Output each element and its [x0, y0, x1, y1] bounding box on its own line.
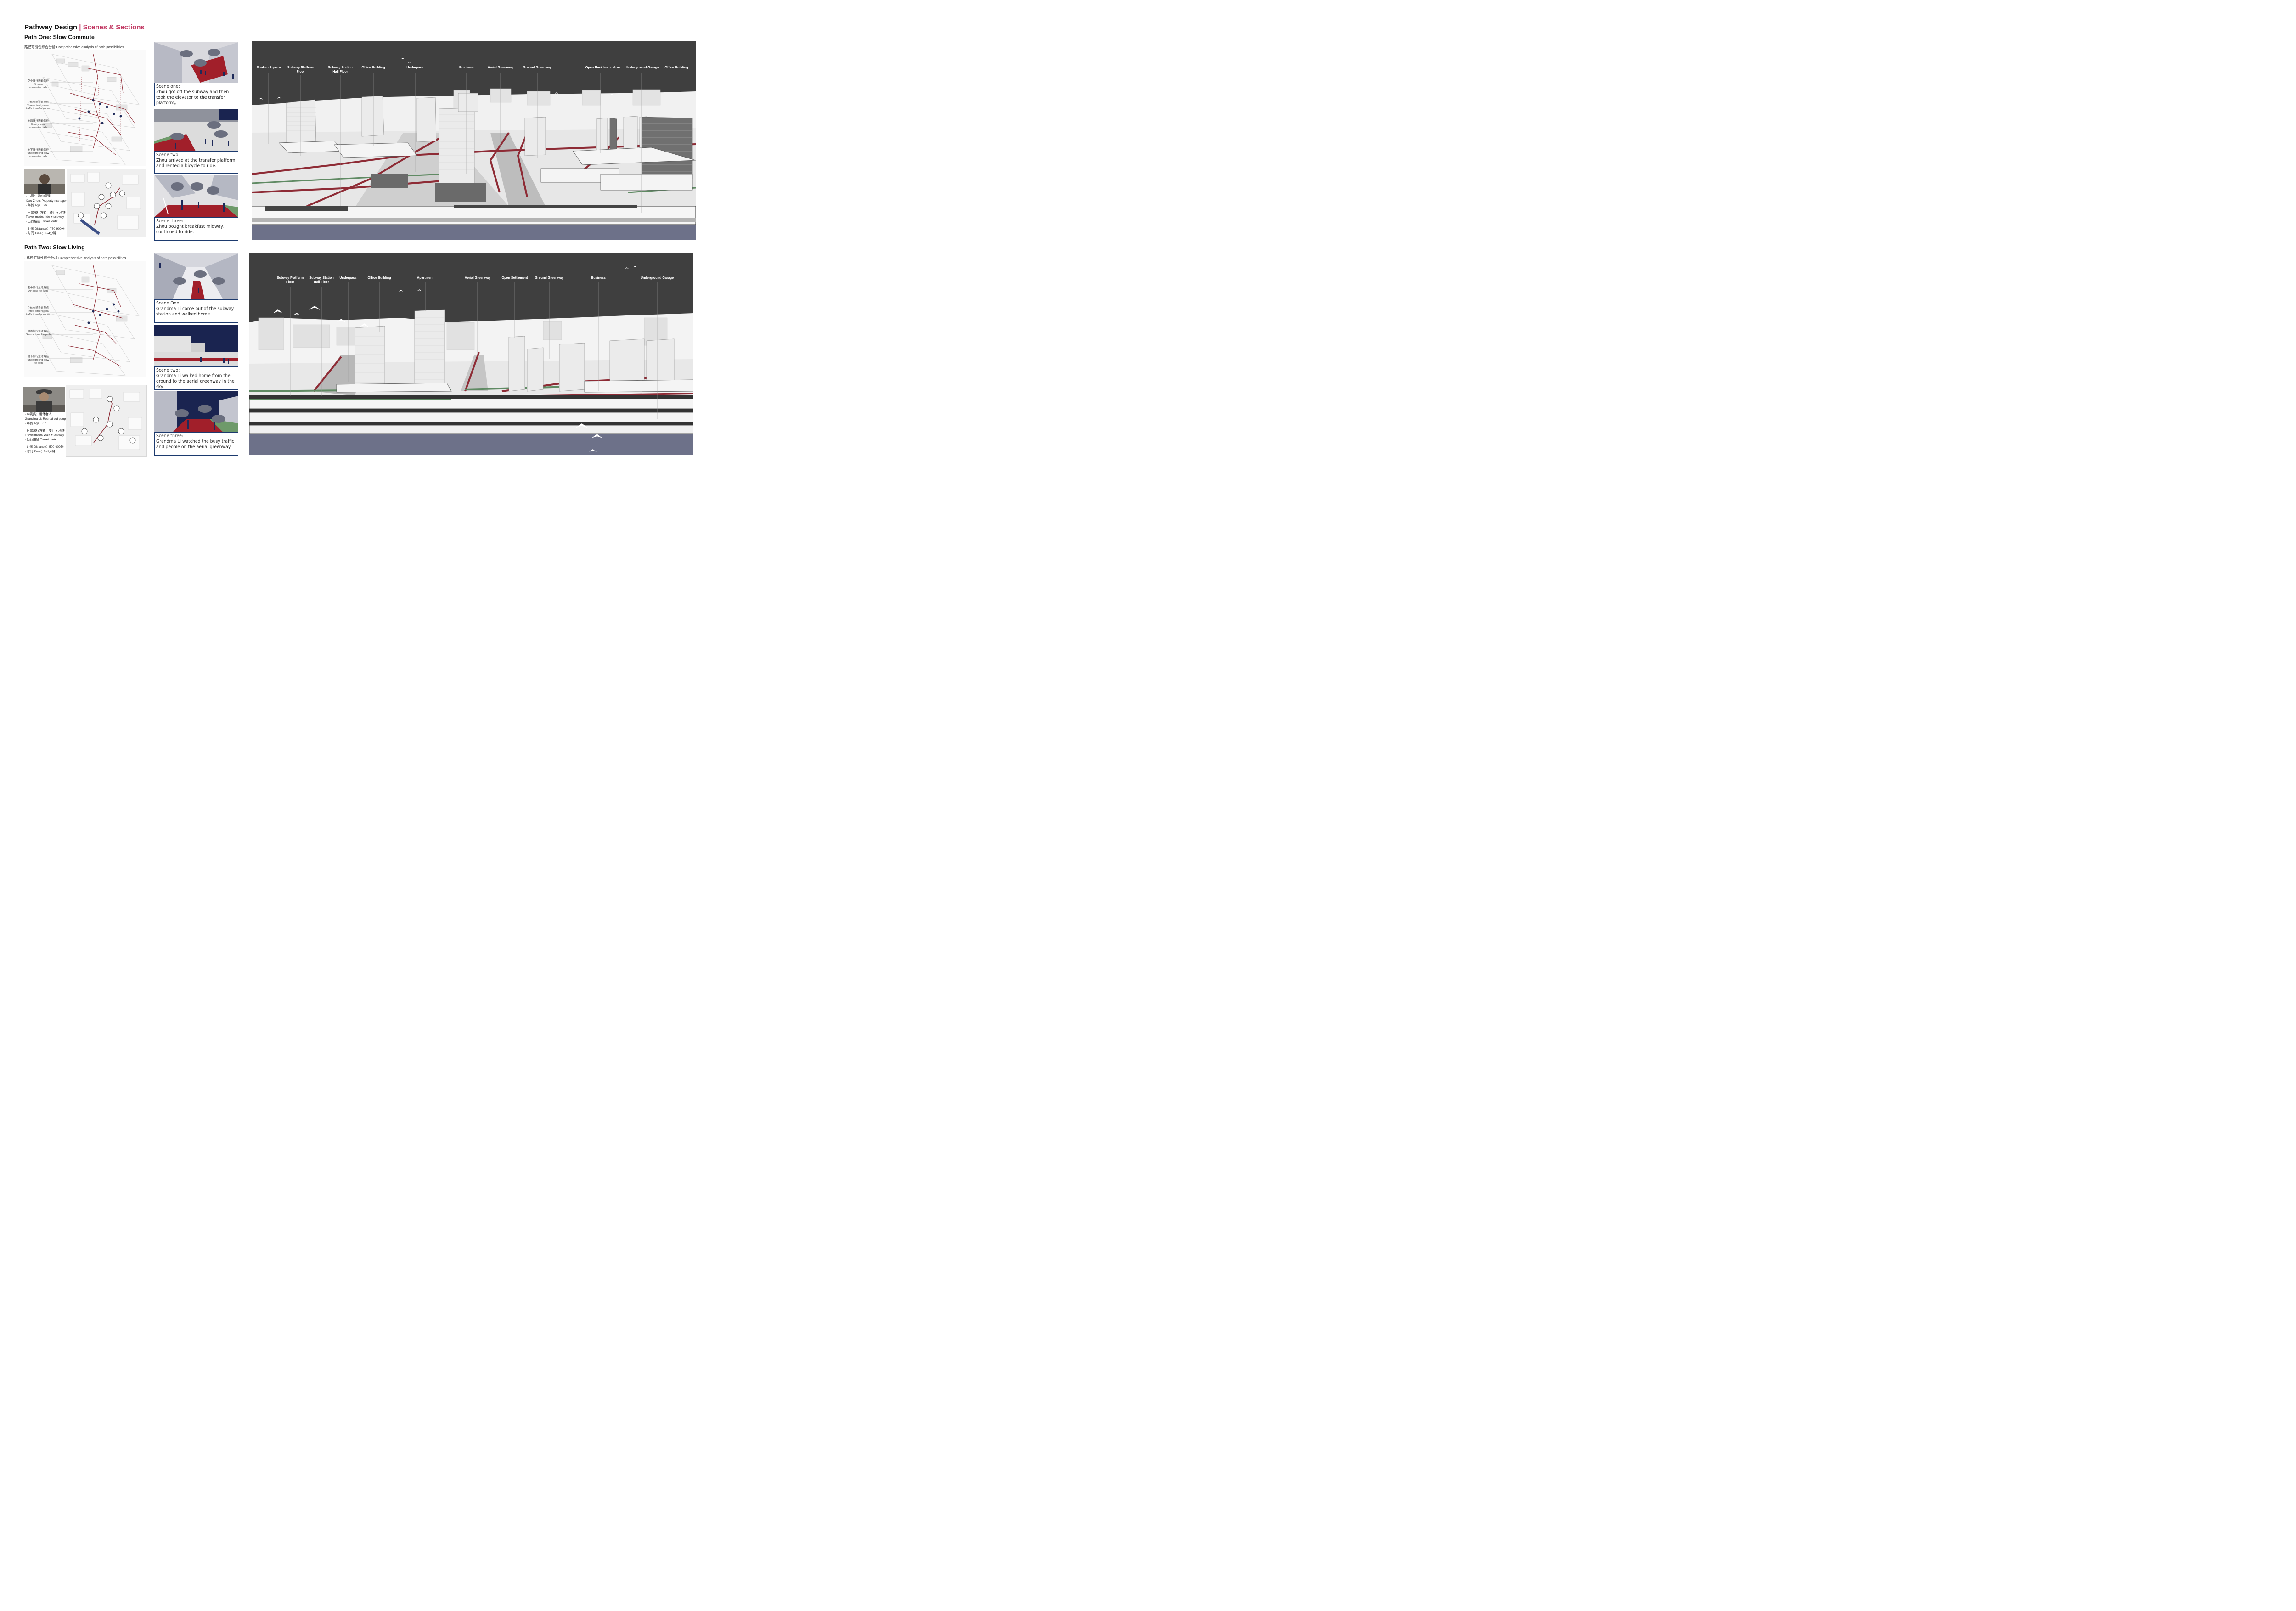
path-one-route-map	[67, 169, 146, 237]
grandma-li-photo	[23, 387, 65, 412]
title-separator: |	[79, 23, 81, 31]
p2-scene-one-caption: Scene One: Grandma Li came out of the su…	[154, 299, 238, 323]
p1-person-mode: · 日常出行方式：骑行 + 地铁	[26, 211, 66, 214]
p2-person-time: · 时间 Time：7~9分钟	[25, 450, 56, 453]
page-title: Pathway Design | Scenes & Sections	[24, 23, 145, 31]
p2-map-label-air: 空中慢行生活路径 Air slow life path	[25, 287, 51, 293]
p1-person-time: · 时间 Time：3~4分钟	[26, 231, 56, 235]
p2-map-label-ground: 地面慢行生活路径 Ground slow life path	[25, 330, 51, 337]
p1-person-name-en: Xiao Zhou: Property manager	[26, 199, 67, 203]
p2-person-name: · 李奶奶：退休老人	[25, 413, 52, 416]
p1-scene-two-caption: Scene two Zhou arrived at the transfer p…	[154, 151, 238, 174]
p2-scene-two-image	[154, 325, 238, 366]
path-two-analysis-map: 空中慢行生活路径 Air slow life path 立体交通换乘节点 Thr…	[24, 261, 146, 377]
p1-map-label-underground: 地下慢行通勤路径 Underground slow commuter path	[25, 149, 51, 159]
p2-scene-two-caption: Scene two: Grandma Li walked home from t…	[154, 366, 238, 390]
p1-map-label-ground-en: Ground slow commuter path	[29, 123, 47, 130]
path-one-section-perspective: Sunken Square Subway Platform Floor Subw…	[252, 41, 696, 240]
p2-map-label-air-en: Air slow life path	[28, 290, 48, 293]
p1-person-distance: · 距离 Distance：750-900米	[26, 227, 65, 231]
p2-person-mode-en: Travel mode: walk + subway	[25, 434, 64, 437]
p2-scene-three-image	[154, 391, 238, 432]
path-two-section-perspective: Subway Platform Floor Subway Station Hal…	[249, 253, 693, 455]
p2-person-mode: · 日常出行方式：步行 + 地铁	[25, 429, 65, 433]
p1-map-label-ground: 地面慢行通勤路径 Ground slow commuter path	[25, 120, 51, 130]
path-one-analysis-map: 空中慢行通勤路径 Air slow commuter path 立体交通换乘节点…	[24, 50, 146, 166]
p2-map-label-nodes-cn: 立体交通换乘节点	[27, 307, 49, 310]
path-one-title: Path One: Slow Commute	[24, 34, 95, 40]
path-two-person-info: · 李奶奶：退休老人 Grandma Li: Retired old peopl…	[25, 412, 68, 454]
p2-map-label-ground-cn: 地面慢行生活路径	[27, 330, 49, 333]
p2-person-distance: · 距离 Distance：500-600米	[25, 445, 64, 449]
p2-map-label-air-cn: 空中慢行生活路径	[27, 287, 49, 289]
path-one-map-drawing	[33, 54, 140, 165]
path-two-map-drawing	[33, 265, 140, 376]
path-two-route-map	[66, 385, 147, 457]
p1-scene-one-image	[154, 42, 238, 83]
p1-scene-two-image	[154, 109, 238, 151]
path-two-analysis-label: · 路径可能性综合分析 Comprehensive analysis of pa…	[24, 256, 126, 260]
p1-person-route: · 出行路径 Travel route:	[26, 220, 59, 224]
p2-person-name-en: Grandma Li: Retired old people	[25, 417, 68, 421]
title-accent: Scenes & Sections	[83, 23, 145, 31]
p2-person-age: · 年龄 Age：67	[25, 422, 46, 425]
p2-person-route: · 出行路径 Travel route:	[25, 438, 58, 442]
p2-scene-one-image	[154, 253, 238, 299]
p1-person-age: · 年龄 Age：26	[26, 203, 47, 207]
p2-map-label-underground: 地下慢行生活路径 Underground slow life path	[25, 355, 51, 366]
p1-map-label-air-cn: 空中慢行通勤路径	[27, 80, 49, 83]
p1-map-label-underground-cn: 地下慢行通勤路径	[27, 149, 49, 152]
p1-map-label-air-en: Air slow commuter path	[29, 83, 47, 90]
p2-map-label-underground-cn: 地下慢行生活路径	[27, 355, 49, 358]
p2-map-label-nodes: 立体交通换乘节点 Three-dimensional traffic trans…	[24, 307, 52, 317]
p1-map-label-air: 空中慢行通勤路径 Air slow commuter path	[25, 80, 51, 90]
p2-scene-three-caption: Scene three: Grandma Li watched the busy…	[154, 432, 238, 456]
title-main: Pathway Design	[24, 23, 78, 31]
p1-map-label-ground-cn: 地面慢行通勤路径	[27, 120, 49, 123]
p2-map-label-nodes-en: Three-dimensional traffic transfer nodes	[26, 310, 51, 316]
p1-person-name: · 小周： 物业经理	[26, 195, 51, 198]
p1-scene-three-image	[154, 175, 238, 217]
xiao-zhou-photo	[24, 169, 65, 194]
p1-person-mode-en: Travel mode: ride + subway	[26, 215, 64, 219]
p1-map-label-underground-en: Underground slow commuter path	[27, 152, 49, 158]
p2-map-label-ground-en: Ground slow life path	[25, 333, 51, 337]
p1-map-label-nodes: 立体交通换乘节点 Three-dimensional traffic trans…	[24, 101, 52, 111]
path-two-title: Path Two: Slow Living	[24, 244, 85, 251]
p2-map-label-underground-en: Underground slow life path	[27, 359, 49, 365]
p1-map-label-nodes-en: Three-dimensional traffic transfer nodes	[26, 104, 51, 111]
p1-scene-three-caption: Scene three: Zhou bought breakfast midwa…	[154, 217, 238, 241]
p1-scene-one-caption: Scene one: Zhou got off the subway and t…	[154, 83, 238, 106]
path-one-analysis-label: 路径可能性综合分析 Comprehensive analysis of path…	[24, 45, 124, 49]
path-one-person-info: · 小周： 物业经理 Xiao Zhou: Property manager ·…	[26, 194, 67, 236]
p1-map-label-nodes-cn: 立体交通换乘节点	[27, 101, 49, 104]
